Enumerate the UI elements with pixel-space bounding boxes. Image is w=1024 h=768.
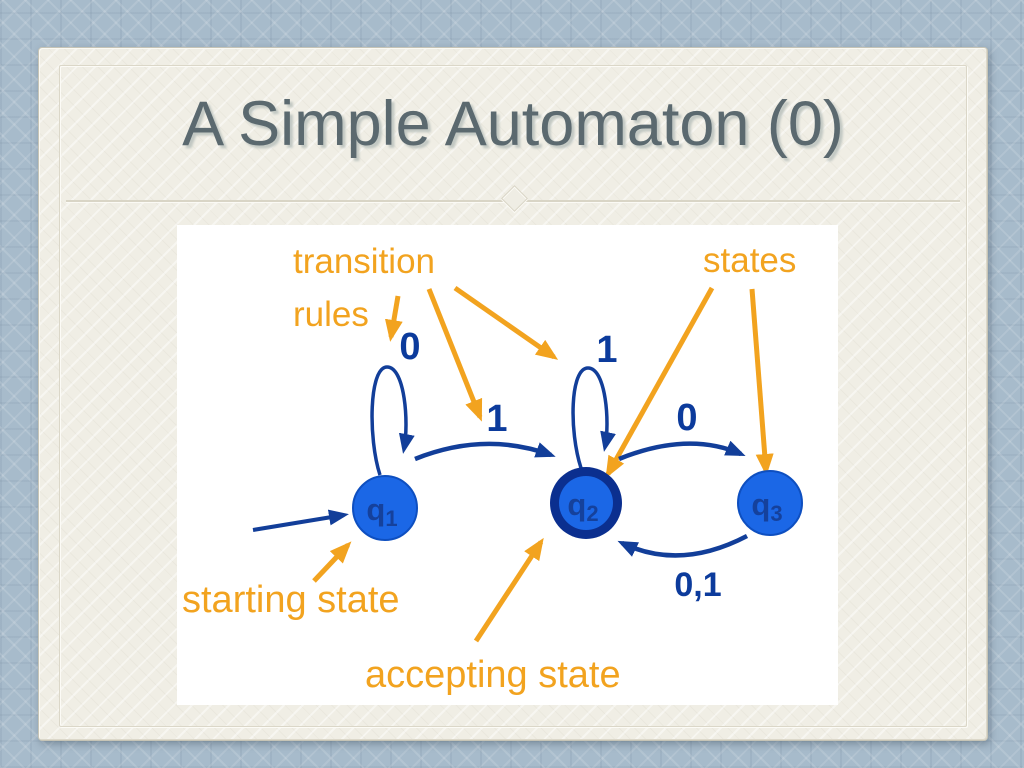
state-q2-circle [559,476,613,530]
automaton-diagram: transition rules states starting state a… [182,241,803,696]
state-q3: q3 [737,470,803,536]
label-q1-self: 0 [399,326,420,368]
label-q2-q3: 0 [676,397,697,439]
pointer-arrow-starting-to-q1 [312,541,352,583]
pointer-arrow-transition-to-1 [426,288,483,422]
state-q1: q1 [352,475,418,541]
states-label: states [703,241,796,280]
diagram-canvas: transition rules states starting state a… [177,225,838,705]
transition-arc-q3-q2 [617,534,749,558]
label-q3-q2: 0,1 [674,566,721,604]
state-q2-label: q2 [567,487,598,526]
accepting-state-label: accepting state [365,654,621,696]
state-q2-accepting: q2 [550,467,622,539]
pointer-arrow-rules-to-0 [384,295,403,342]
pointer-arrow-states-to-q3 [749,288,774,476]
transition-rules-label-line2: rules [293,295,369,334]
pointer-arrow-accepting-to-q2 [473,537,544,643]
transition-rules-label-line1: transition [293,242,435,281]
state-q3-label: q3 [751,487,782,526]
slide-title: A Simple Automaton (0) [182,89,844,159]
pointer-arrow-states-to-q2 [605,286,715,479]
start-arrow [252,509,349,532]
pointer-arrow-transition-to-loop [453,285,559,360]
transition-arc-q2-q3 [618,440,746,462]
state-q1-circle [352,475,418,541]
self-loop-q2 [571,366,616,469]
self-loop-q1 [370,365,415,476]
starting-state-label: starting state [182,579,400,621]
label-q1-q2: 1 [486,398,507,440]
label-q2-self: 1 [596,329,617,371]
divider-diamond [501,185,528,212]
state-q1-label: q1 [366,492,397,531]
transition-arc-q1-q2 [414,441,556,462]
state-q3-circle [737,470,803,536]
